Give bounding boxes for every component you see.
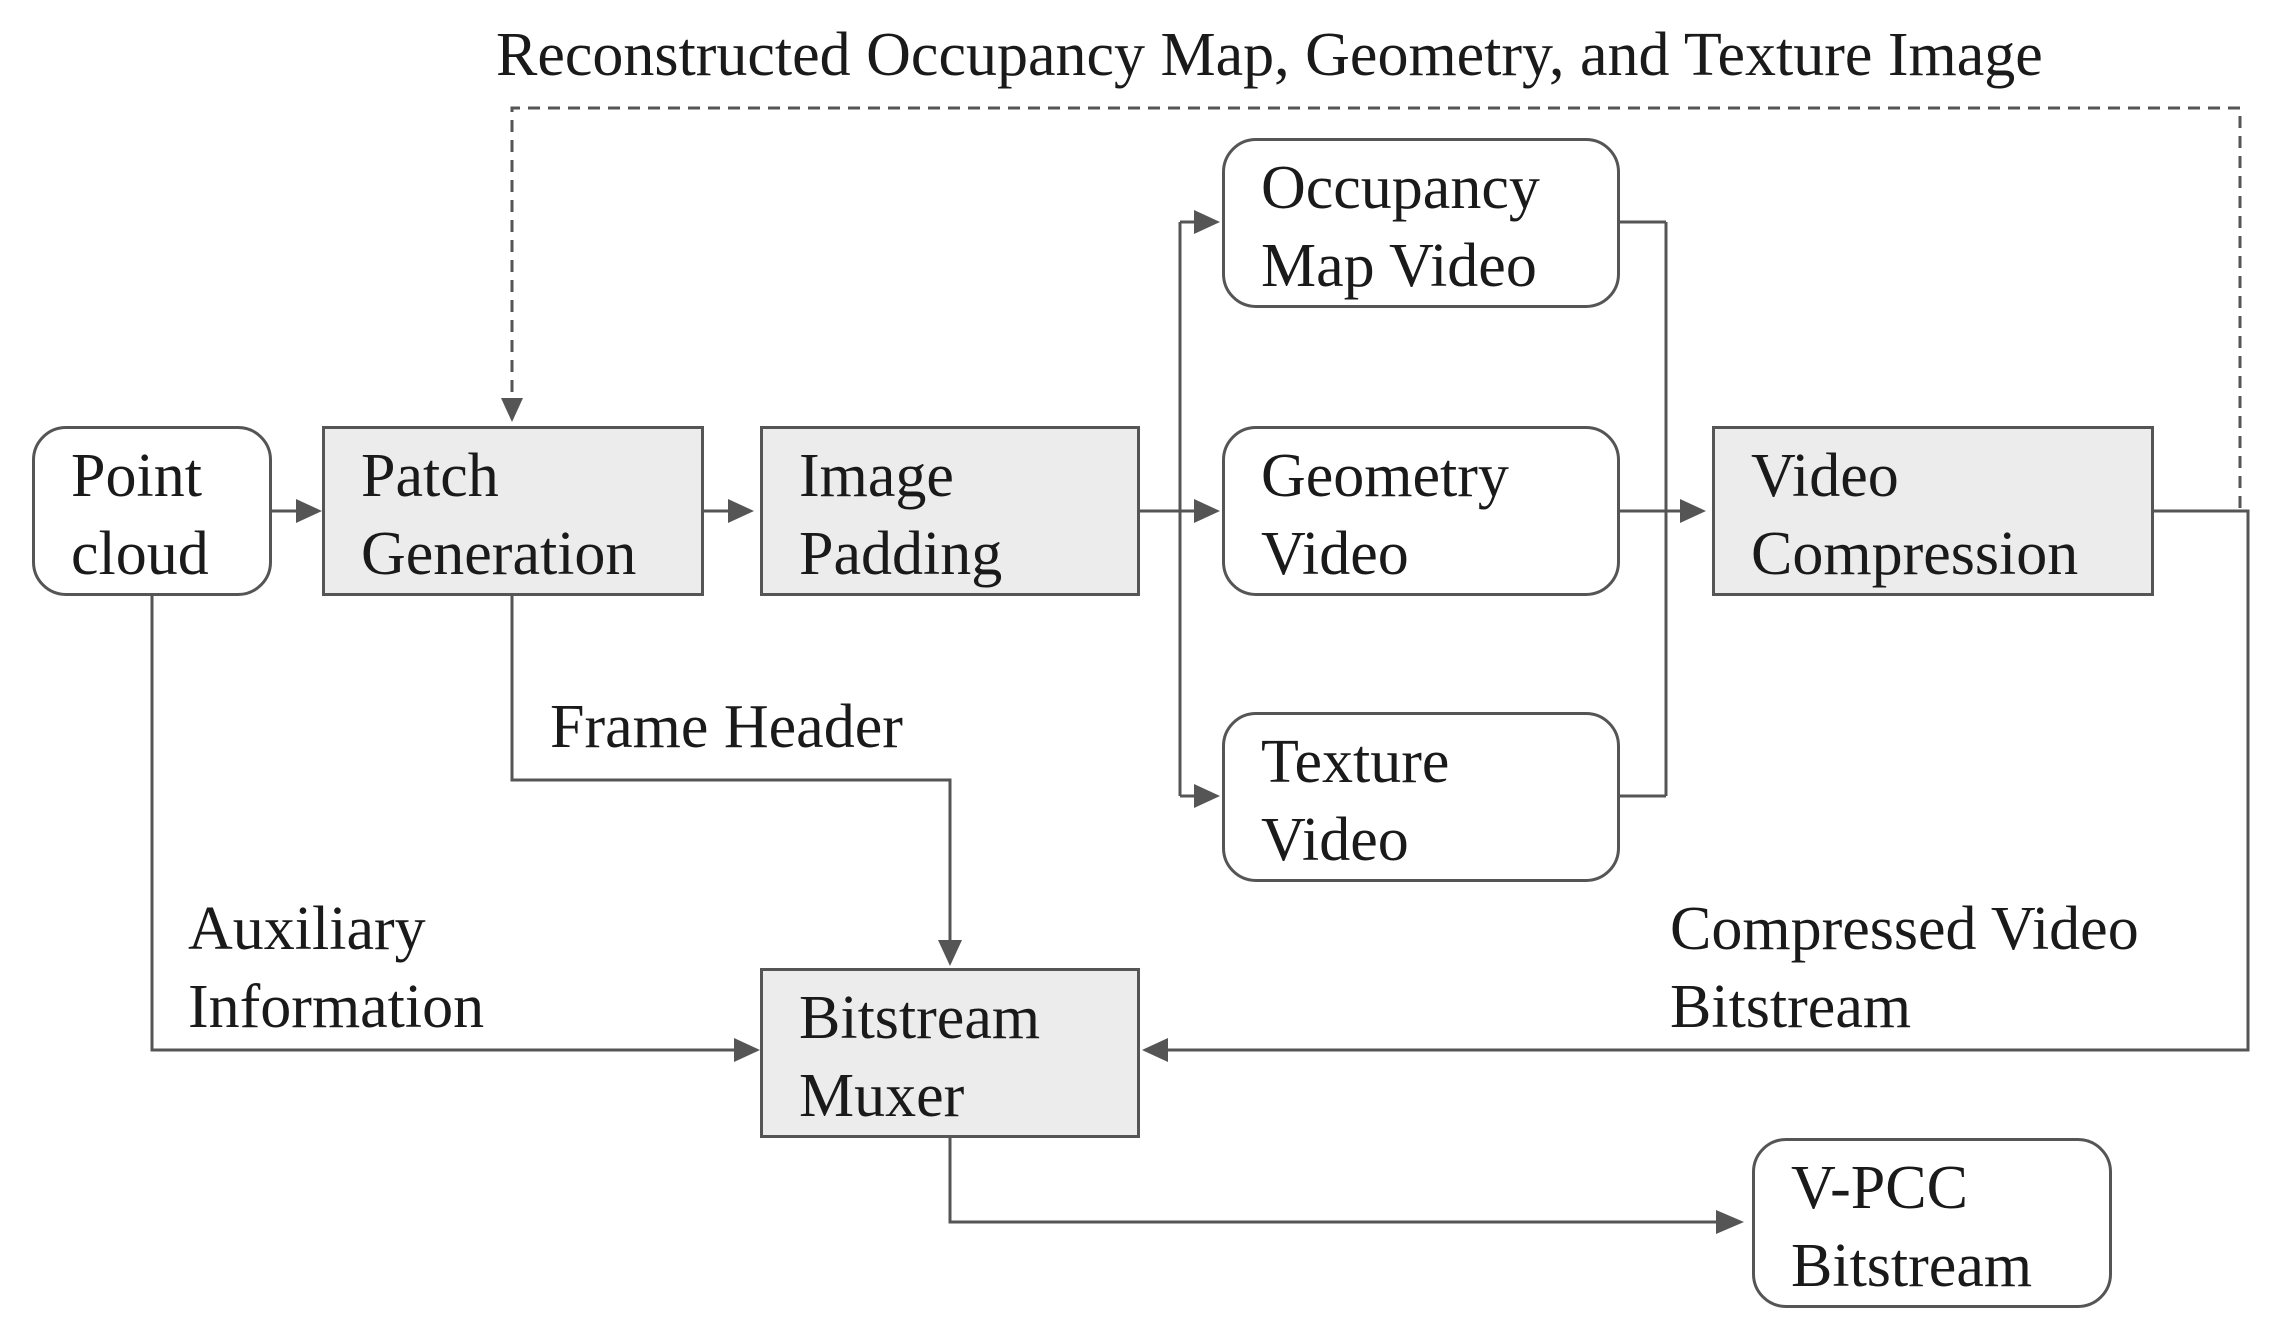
image-padding-line-2: Padding (799, 520, 1003, 588)
point-cloud-line-1: Point (71, 442, 202, 510)
arrowhead-auxiliary-to-muxer (734, 1038, 760, 1062)
arrowhead-compressed-to-muxer (1142, 1038, 1168, 1062)
auxiliary-line-2: Information (188, 973, 485, 1041)
arrowhead-patch (296, 499, 322, 523)
feedback-dashed-arrow (510, 106, 2242, 508)
patch-generation-line-2: Generation (361, 520, 637, 588)
auxiliary-information-label: Auxiliary Information (188, 890, 484, 1046)
point-cloud-node: Point cloud (32, 426, 272, 596)
auxiliary-line-1: Auxiliary (188, 895, 426, 963)
vpcc-bitstream-node: V-PCC Bitstream (1752, 1138, 2112, 1308)
arrowhead-padding (728, 499, 754, 523)
geometry-line-1: Geometry (1261, 442, 1509, 510)
arrowhead-frame-header-to-muxer (938, 940, 962, 966)
texture-video-node: Texture Video (1222, 712, 1620, 882)
line-compression-to-muxer (1160, 509, 2250, 1052)
vpcc-line-1: V-PCC (1791, 1154, 1968, 1222)
compressed-line-2: Bitstream (1670, 973, 1912, 1041)
video-compression-line-1: Video (1751, 442, 1899, 510)
arrowhead-vpcc (1716, 1210, 1744, 1234)
patch-generation-line-1: Patch (361, 442, 499, 510)
arrowhead-occupancy (1194, 210, 1220, 234)
geometry-line-2: Video (1261, 520, 1409, 588)
arrowhead-texture (1194, 784, 1220, 808)
arrowhead-geometry (1194, 499, 1220, 523)
image-padding-node: Image Padding (760, 426, 1140, 596)
frame-header-label: Frame Header (550, 693, 903, 761)
arrowhead-feedback (501, 398, 523, 422)
feedback-label: Reconstructed Occupancy Map, Geometry, a… (496, 21, 2043, 89)
compressed-line-1: Compressed Video (1670, 895, 2139, 963)
line-muxer-to-vpcc (948, 1138, 1720, 1224)
patch-generation-node: Patch Generation (322, 426, 704, 596)
muxer-line-1: Bitstream (799, 984, 1041, 1052)
point-cloud-line-2: cloud (71, 520, 209, 588)
texture-line-2: Video (1261, 806, 1409, 874)
muxer-line-2: Muxer (799, 1062, 965, 1130)
image-padding-line-1: Image (799, 442, 954, 510)
line-frame-header-to-muxer (510, 596, 952, 948)
bitstream-muxer-node: Bitstream Muxer (760, 968, 1140, 1138)
compressed-video-bitstream-label: Compressed Video Bitstream (1670, 890, 2139, 1046)
occupancy-line-2: Map Video (1261, 232, 1537, 300)
texture-line-1: Texture (1261, 728, 1450, 796)
video-compression-line-2: Compression (1751, 520, 2079, 588)
line-auxiliary-to-muxer (150, 596, 740, 1052)
occupancy-map-video-node: Occupancy Map Video (1222, 138, 1620, 308)
occupancy-line-1: Occupancy (1261, 154, 1540, 222)
geometry-video-node: Geometry Video (1222, 426, 1620, 596)
arrowhead-compression (1680, 499, 1706, 523)
video-compression-node: Video Compression (1712, 426, 2154, 596)
vpcc-line-2: Bitstream (1791, 1232, 2033, 1300)
